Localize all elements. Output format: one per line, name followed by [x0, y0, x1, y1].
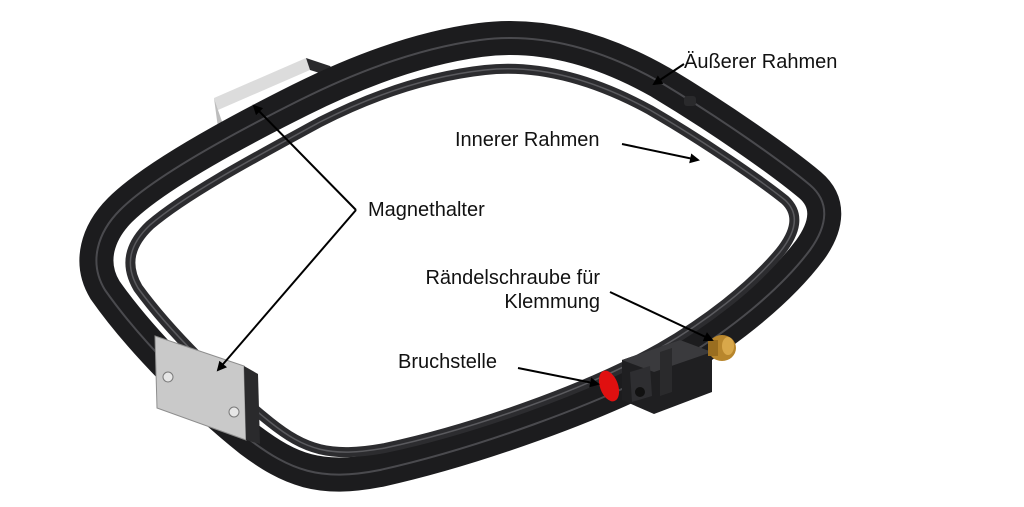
- label-outer-frame: Äußerer Rahmen: [684, 51, 838, 73]
- front-magnet-plate: [154, 335, 260, 444]
- arrow-break-point: [517, 367, 600, 388]
- label-knurled-screw: Rändelschraube für Klemmung: [404, 266, 600, 314]
- arrow-knurled-screw: [609, 291, 714, 342]
- label-inner-frame: Innerer Rahmen: [455, 129, 600, 151]
- break-point-marker: [598, 370, 620, 402]
- clamp-block: [622, 340, 712, 414]
- arrow-magnet-lower: [216, 209, 357, 372]
- knurled-screw: [708, 335, 736, 361]
- frame-stud: [684, 96, 696, 106]
- arrow-magnet-upper: [252, 104, 357, 211]
- arrow-outer-frame: [652, 63, 685, 86]
- arrow-inner-frame: [621, 143, 700, 164]
- label-break-point: Bruchstelle: [398, 351, 497, 373]
- inner-frame-highlight: [129, 68, 796, 453]
- label-magnet-holder: Magnethalter: [368, 199, 485, 221]
- label-knurled-screw-line1: Rändelschraube für: [425, 267, 600, 289]
- label-knurled-screw-line2: Klemmung: [504, 291, 600, 313]
